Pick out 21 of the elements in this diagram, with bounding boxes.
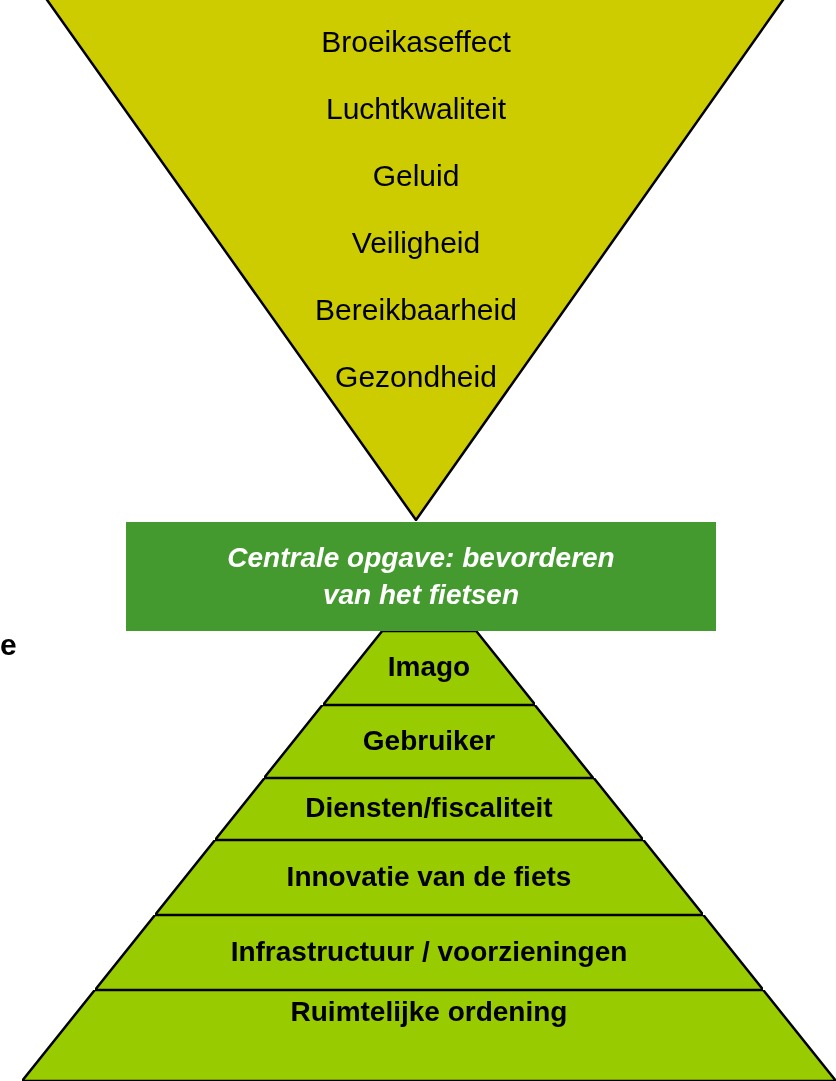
- pyramid-layer: [94, 915, 764, 990]
- theme-label: Gezondheid: [335, 360, 497, 394]
- pyramid-layer: [322, 631, 536, 705]
- layer-label: Infrastructuur / voorzieningen: [230, 935, 628, 968]
- layer-label: Gebruiker: [362, 724, 496, 757]
- central-goal-text: Centrale opgave: bevorderen van het fietsen: [226, 541, 616, 612]
- layer-label: Ruimtelijke ordening: [290, 996, 568, 1028]
- pyramid-layer: [154, 840, 704, 915]
- layer-label: Innovatie van de fiets: [286, 860, 572, 893]
- pyramid-layer: [214, 778, 644, 840]
- theme-label: Geluid: [372, 159, 460, 193]
- layer-label: Diensten/fiscaliteit: [305, 792, 553, 824]
- pyramid-layer: [22, 990, 836, 1081]
- central-goal-box: [126, 522, 716, 631]
- layer-label: Imago: [387, 651, 471, 683]
- theme-label: Veiligheid: [351, 226, 481, 260]
- cut-off-text: e: [0, 628, 17, 662]
- theme-label: Luchtkwaliteit: [325, 92, 507, 126]
- theme-label: Broeikaseffect: [321, 25, 511, 59]
- pyramid-layer: [264, 705, 594, 778]
- theme-label: Bereikbaarheid: [315, 293, 517, 327]
